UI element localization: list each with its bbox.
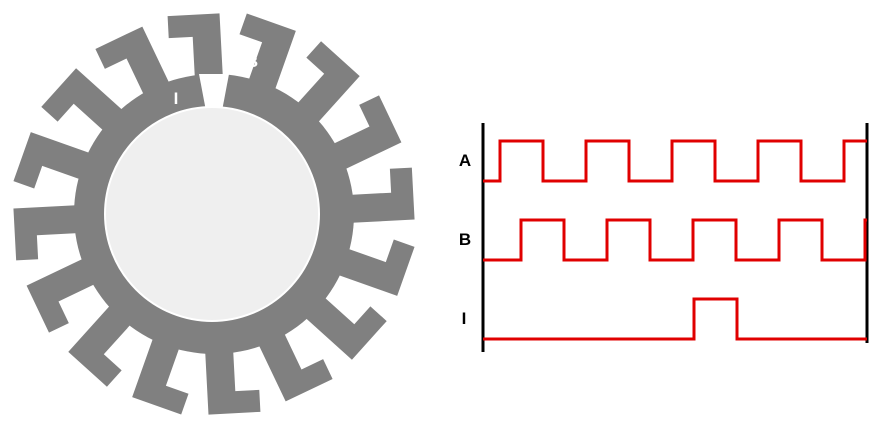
channel-i-waveform bbox=[483, 297, 867, 341]
wheel-tooth bbox=[292, 41, 360, 129]
channel-label-i: I bbox=[462, 309, 467, 328]
wheel-tooth bbox=[26, 255, 102, 333]
wheel-tooth bbox=[13, 132, 97, 189]
wheel-tooth bbox=[41, 68, 129, 136]
wheel-tooth bbox=[68, 299, 136, 387]
wheel-label-i: I bbox=[174, 89, 179, 108]
channel-a-waveform bbox=[483, 139, 867, 183]
wheel-tooth bbox=[167, 13, 224, 85]
wheel-teeth bbox=[13, 13, 415, 415]
channel-label-a: A bbox=[459, 151, 471, 170]
wheel-tooth bbox=[204, 343, 261, 415]
wheel-tooth bbox=[95, 26, 173, 102]
channel-b-waveform bbox=[483, 218, 867, 262]
wheel-hub bbox=[104, 106, 320, 322]
channel-label-b: B bbox=[459, 230, 471, 249]
wheel-tooth bbox=[255, 326, 333, 402]
wheel-tooth bbox=[343, 167, 415, 224]
wheel-tooth bbox=[299, 292, 387, 360]
wheel-tooth bbox=[326, 95, 402, 173]
wheel-label-a: A bbox=[221, 14, 233, 33]
wheel-tooth bbox=[239, 13, 296, 97]
wheel-tooth bbox=[13, 204, 85, 261]
wheel-label-b: B bbox=[246, 52, 258, 71]
wheel-tooth bbox=[331, 239, 415, 296]
index-slot bbox=[199, 74, 229, 111]
wheel-tooth bbox=[132, 331, 189, 415]
encoder-wheel bbox=[13, 13, 415, 415]
